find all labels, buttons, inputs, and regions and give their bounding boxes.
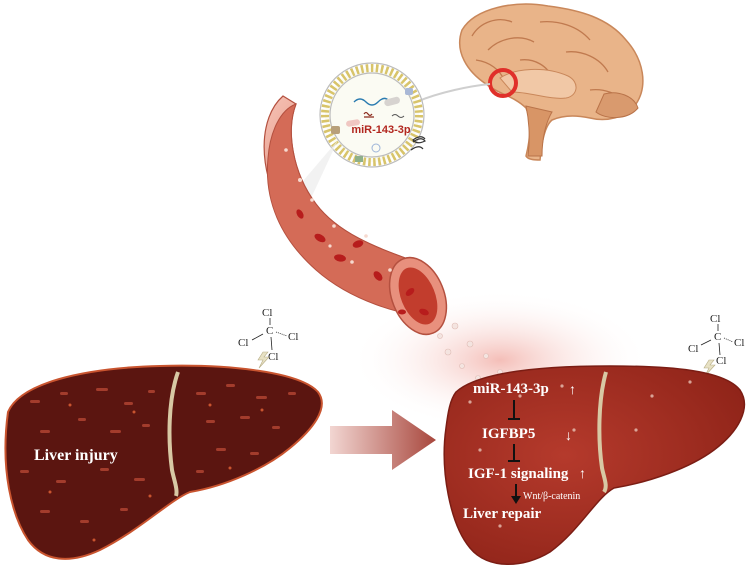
- brain-highlight-ring: [488, 68, 518, 98]
- svg-text:Cl: Cl: [268, 351, 278, 363]
- pathway-branch-label: Wnt/β-catenin: [523, 491, 580, 502]
- up-arrow-icon-2: ↑: [579, 467, 586, 482]
- svg-text:Cl: Cl: [716, 355, 726, 367]
- mirna-label: miR-143-3p: [351, 124, 411, 136]
- svg-text:Cl: Cl: [710, 313, 720, 325]
- pathway-step-mirna: miR-143-3p: [473, 381, 549, 397]
- rna-strand: [353, 97, 389, 106]
- brain-illustration: [458, 3, 644, 161]
- protein-blob-2: [346, 119, 360, 127]
- up-arrow-icon: ↑: [569, 383, 576, 398]
- connector-line: [415, 83, 491, 103]
- svg-text:C: C: [266, 325, 273, 337]
- pathway-step-igfbp5: IGFBP5: [482, 426, 535, 442]
- receptor-coil: [410, 136, 426, 151]
- svg-text:Cl: Cl: [238, 337, 248, 349]
- svg-text:Cl: Cl: [288, 331, 298, 343]
- pathway-step-igf1: IGF-1 signaling: [468, 466, 569, 482]
- released-exosome-dots: [437, 322, 503, 381]
- protein-blob: [384, 96, 400, 107]
- svg-text:Cl: Cl: [262, 307, 272, 319]
- svg-text:C: C: [714, 331, 721, 343]
- svg-text:Cl: Cl: [688, 343, 698, 355]
- ccl4-molecule-left: Cl C Cl Cl Cl: [238, 307, 298, 369]
- blood-vessel: [263, 95, 448, 336]
- mirna-glyph: [363, 111, 374, 118]
- pathway: miR-143-3p ↑ IGFBP5 ↓ IGF-1 signaling ↑ …: [463, 381, 586, 522]
- down-arrow-icon: ↓: [565, 429, 572, 444]
- lightning-icon: [257, 351, 270, 369]
- lightning-icon: [703, 359, 716, 377]
- liver-injury-label: Liver injury: [34, 447, 118, 464]
- ccl4-molecule-right: Cl C Cl Cl Cl: [688, 313, 744, 377]
- transition-arrow: [330, 410, 436, 470]
- svg-text:Cl: Cl: [734, 337, 744, 349]
- injured-liver: [4, 364, 323, 560]
- exosome-illustration: [319, 62, 426, 168]
- pathway-outcome: Liver repair: [463, 506, 542, 522]
- healthy-liver: [443, 365, 746, 565]
